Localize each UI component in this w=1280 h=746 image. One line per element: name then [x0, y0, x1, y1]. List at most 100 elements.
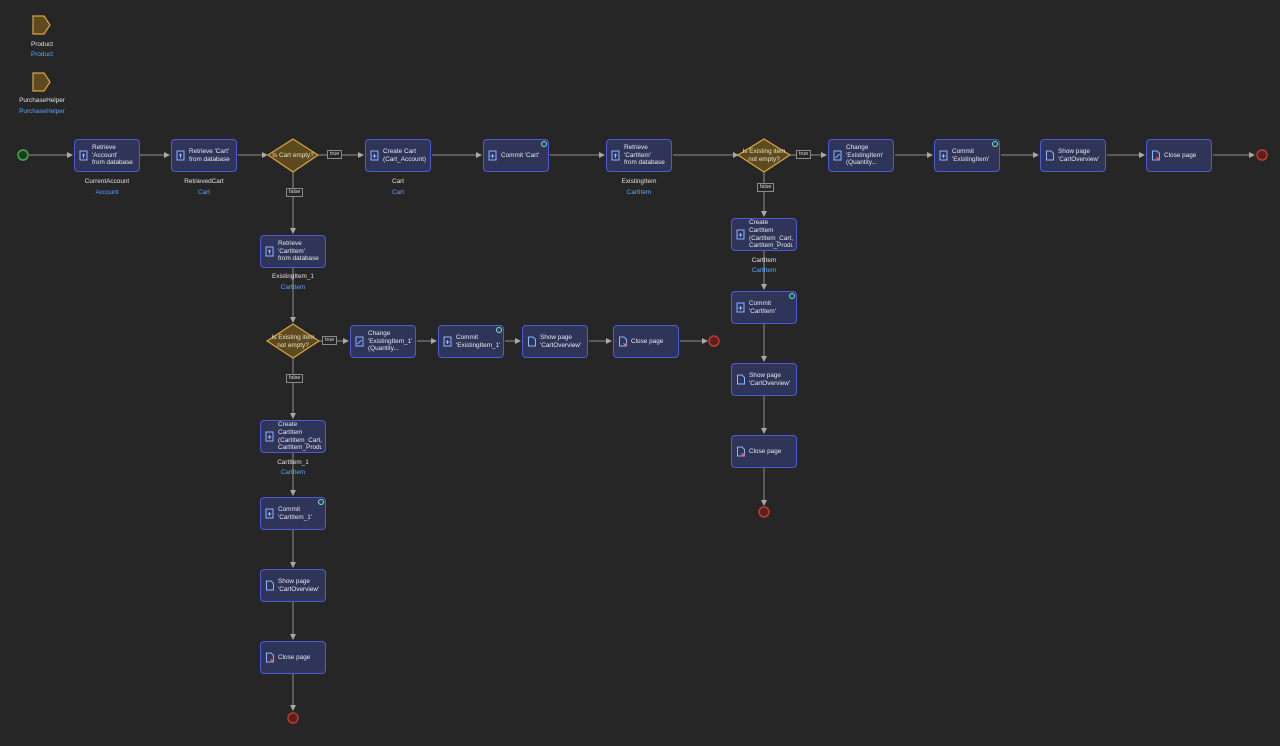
- activity-label: Commit 'CartItem': [749, 299, 776, 315]
- flow-label-true: true: [796, 150, 812, 159]
- output-variable-type: CartItem: [626, 189, 652, 196]
- activity-label: Retrieve 'CartItem' from database: [624, 144, 665, 167]
- parameter-icon-purchasehelper: [32, 72, 51, 92]
- create-object-icon: [736, 229, 746, 240]
- output-variable-type: Cart: [197, 189, 211, 196]
- close-page-icon: [736, 446, 746, 457]
- decision-label: Is Cart empty?: [272, 152, 314, 159]
- activity-label: Show page 'CartOverview': [749, 371, 791, 387]
- page-icon: [1045, 150, 1055, 161]
- start-event: [17, 149, 29, 161]
- activity-close-page-top[interactable]: Close page: [1146, 139, 1212, 172]
- activity-create-cartitem-1[interactable]: Create CartItem (CartItem_Cart, CartItem…: [260, 420, 326, 453]
- output-variable-name: CartItem: [751, 257, 777, 264]
- activity-close-page-left[interactable]: Close page: [260, 641, 326, 674]
- retrieve-icon: [176, 150, 186, 161]
- close-page-icon: [1151, 150, 1161, 161]
- activity-show-page-top[interactable]: Show page 'CartOverview': [1040, 139, 1106, 172]
- end-event-mid: [708, 335, 720, 347]
- activity-label: Show page 'CartOverview': [278, 577, 320, 593]
- activity-retrieve-account[interactable]: Retrieve 'Account' from database: [74, 139, 140, 172]
- refresh-client-icon: [496, 327, 502, 333]
- activity-label: Retrieve 'Account' from database: [92, 144, 133, 167]
- flow-label-false: false: [286, 188, 304, 197]
- output-variable-name: ExistingItem_1: [272, 273, 314, 280]
- activity-commit-cart[interactable]: Commit 'Cart': [483, 139, 549, 172]
- output-variable-type: CartItem: [280, 284, 306, 291]
- create-object-icon: [370, 150, 380, 161]
- page-icon: [736, 374, 746, 385]
- commit-icon: [736, 302, 746, 313]
- flow-label-true: true: [322, 336, 338, 345]
- activity-label: Retrieve 'Cart' from database: [189, 147, 230, 163]
- flow-label-false: false: [757, 183, 775, 192]
- output-variable-name: CurrentAccount: [84, 178, 130, 185]
- activity-label: Create CartItem (CartItem_Cart, CartItem…: [749, 219, 793, 250]
- activity-create-cart[interactable]: Create Cart (Cart_Account): [365, 139, 431, 172]
- page-icon: [265, 580, 275, 591]
- output-variable-name: Cart: [391, 178, 405, 185]
- activity-close-page-right[interactable]: Close page: [731, 435, 797, 468]
- output-variable-name: CartItem_1: [277, 459, 309, 466]
- refresh-client-icon: [992, 141, 998, 147]
- create-object-icon: [265, 431, 275, 442]
- parameter-icon-product: [32, 15, 51, 35]
- change-object-icon: [355, 336, 365, 347]
- activity-commit-existingitem-1[interactable]: Commit 'ExistingItem_1': [438, 325, 504, 358]
- activity-commit-cartitem-right[interactable]: Commit 'CartItem': [731, 291, 797, 324]
- activity-change-existingitem-1[interactable]: Change 'ExistingItem_1' (Quantity...: [350, 325, 416, 358]
- end-event-top: [1256, 149, 1268, 161]
- activity-label: Retrieve 'CartItem' from database: [278, 240, 319, 263]
- flow-label-true: true: [327, 150, 343, 159]
- activity-commit-existingitem[interactable]: Commit 'ExistingItem': [934, 139, 1000, 172]
- close-page-icon: [618, 336, 628, 347]
- decision-cart-empty: [266, 138, 320, 173]
- parameter-name: Product: [30, 41, 54, 48]
- output-variable-type: CartItem: [751, 267, 777, 274]
- retrieve-icon: [79, 150, 89, 161]
- parameter-name: PurchaseHelper: [19, 97, 65, 104]
- refresh-client-icon: [318, 499, 324, 505]
- activity-retrieve-cartitem-left[interactable]: Retrieve 'CartItem' from database: [260, 235, 326, 268]
- refresh-client-icon: [541, 141, 547, 147]
- parameter-type: Product: [30, 51, 54, 58]
- activity-label: Close page: [749, 447, 782, 455]
- end-event-right: [758, 506, 770, 518]
- output-variable-type: Cart: [391, 189, 405, 196]
- activity-show-page-left[interactable]: Show page 'CartOverview': [260, 569, 326, 602]
- decision-existing-item-left: [265, 323, 321, 359]
- activity-show-page-mid[interactable]: Show page 'CartOverview': [522, 325, 588, 358]
- refresh-client-icon: [789, 293, 795, 299]
- activity-change-existingitem[interactable]: Change 'ExistingItem' (Quantity...: [828, 139, 894, 172]
- activity-label: Show page 'CartOverview': [1058, 147, 1100, 163]
- activity-retrieve-cartitem-top[interactable]: Retrieve 'CartItem' from database: [606, 139, 672, 172]
- commit-icon: [488, 150, 498, 161]
- flow-label-false: false: [286, 374, 304, 383]
- activity-show-page-right[interactable]: Show page 'CartOverview': [731, 363, 797, 396]
- activity-label: Close page: [278, 653, 311, 661]
- activity-label: Show page 'CartOverview': [540, 333, 582, 349]
- activity-label: Change 'ExistingItem_1' (Quantity...: [368, 330, 412, 353]
- activity-label: Commit 'CartItem_1': [278, 505, 313, 521]
- decision-label: Is Existing item not empty?: [271, 334, 315, 349]
- activity-close-page-mid[interactable]: Close page: [613, 325, 679, 358]
- commit-icon: [443, 336, 453, 347]
- activity-retrieve-cart[interactable]: Retrieve 'Cart' from database: [171, 139, 237, 172]
- activity-label: Commit 'ExistingItem': [952, 147, 990, 163]
- output-variable-type: Account: [95, 189, 119, 196]
- activity-label: Commit 'Cart': [501, 151, 540, 159]
- activity-label: Close page: [631, 337, 664, 345]
- activity-commit-cartitem-1[interactable]: Commit 'CartItem_1': [260, 497, 326, 530]
- activity-label: Close page: [1164, 151, 1197, 159]
- output-variable-name: ExistingItem: [621, 178, 657, 185]
- parameter-type: PurchaseHelper: [19, 108, 65, 115]
- activity-label: Create Cart (Cart_Account): [383, 147, 426, 163]
- activity-label: Commit 'ExistingItem_1': [456, 333, 500, 349]
- decision-existing-item-top: [736, 138, 792, 173]
- output-variable-name: RetrievedCart: [184, 178, 224, 185]
- output-variable-type: CartItem: [280, 469, 306, 476]
- activity-create-cartitem-right[interactable]: Create CartItem (CartItem_Cart, CartItem…: [731, 218, 797, 251]
- decision-label: Is Existing item not empty?: [742, 148, 786, 163]
